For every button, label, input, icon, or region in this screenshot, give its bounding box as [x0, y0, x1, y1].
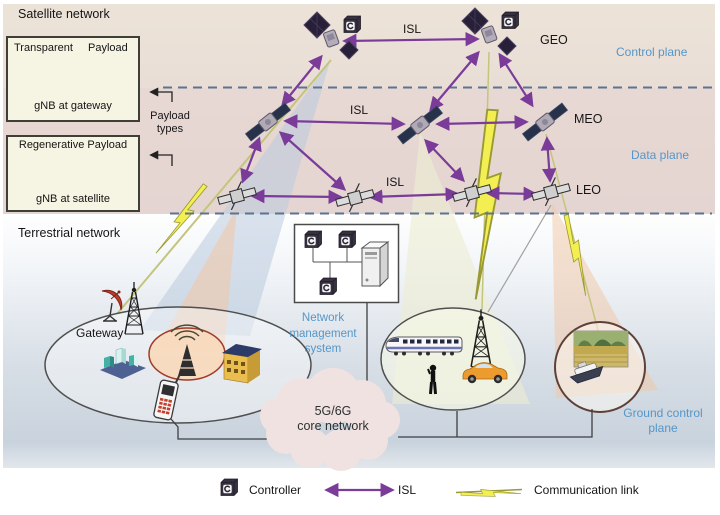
leo-label: LEO [576, 183, 602, 197]
cloud-shape [260, 368, 400, 471]
controller-icon [319, 277, 338, 296]
train-icon [385, 336, 463, 356]
transparent-label: Transparent [14, 42, 73, 54]
isl-geo-label: ISL [403, 22, 422, 36]
controller-icon [304, 230, 323, 249]
core-network-line2: core network [297, 419, 369, 434]
legend-communication-link-label: Communication link [534, 483, 639, 497]
terrestrial-network-label: Terrestrial network [18, 226, 121, 240]
gateway-label: Gateway [76, 326, 124, 340]
gnb-at-satellite-label: gNB at satellite [36, 193, 110, 205]
beam-cone-left-peach [156, 207, 237, 352]
payload-pointer-arrows [149, 87, 173, 166]
base-station-icon [170, 324, 204, 376]
control-plane-label: Control plane [616, 45, 688, 59]
legend-controller-label: Controller [249, 483, 302, 497]
data-plane-label: Data plane [631, 148, 690, 162]
controller-icon [501, 11, 520, 30]
regenerative-payload-box [6, 135, 140, 212]
landscape-icon [573, 330, 629, 368]
core-network-label: 5G/6G core network [286, 404, 380, 435]
payload-label: Payload [88, 42, 128, 54]
controller-icon [343, 15, 362, 34]
meo-label: MEO [574, 112, 603, 126]
core-network-links [170, 303, 593, 440]
meo-satellite-icon [521, 101, 569, 143]
legend-isl-label: ISL [398, 483, 417, 497]
car-icon [462, 362, 508, 384]
isl-links [240, 32, 557, 205]
rural-coverage-ellipse [380, 307, 526, 411]
person-icon [427, 364, 437, 395]
nms-wiring [312, 248, 362, 278]
building-icon [222, 344, 262, 384]
gnb-at-gateway-label: gNB at gateway [34, 100, 112, 112]
regenerative-payload-label: Regenerative Payload [18, 139, 128, 151]
satellite-network-label: Satellite network [18, 7, 110, 21]
payload-types-label: Payload types [150, 110, 190, 136]
isl-meo-label: ISL [350, 103, 369, 117]
controller-icon [220, 478, 239, 497]
city-icon [100, 347, 146, 379]
controller-icon [338, 230, 357, 249]
nms-label: Network management system [289, 312, 357, 356]
mobile-phone-icon [153, 374, 181, 421]
core-network-line1: 5G/6G [314, 404, 352, 418]
ground-control-plane-label: Ground control plane [623, 406, 703, 435]
transparent-payload-box [6, 36, 140, 122]
geo-label: GEO [540, 33, 568, 47]
isl-leo-label: ISL [386, 175, 405, 189]
server-icon [360, 241, 390, 288]
ship-icon [569, 361, 604, 384]
